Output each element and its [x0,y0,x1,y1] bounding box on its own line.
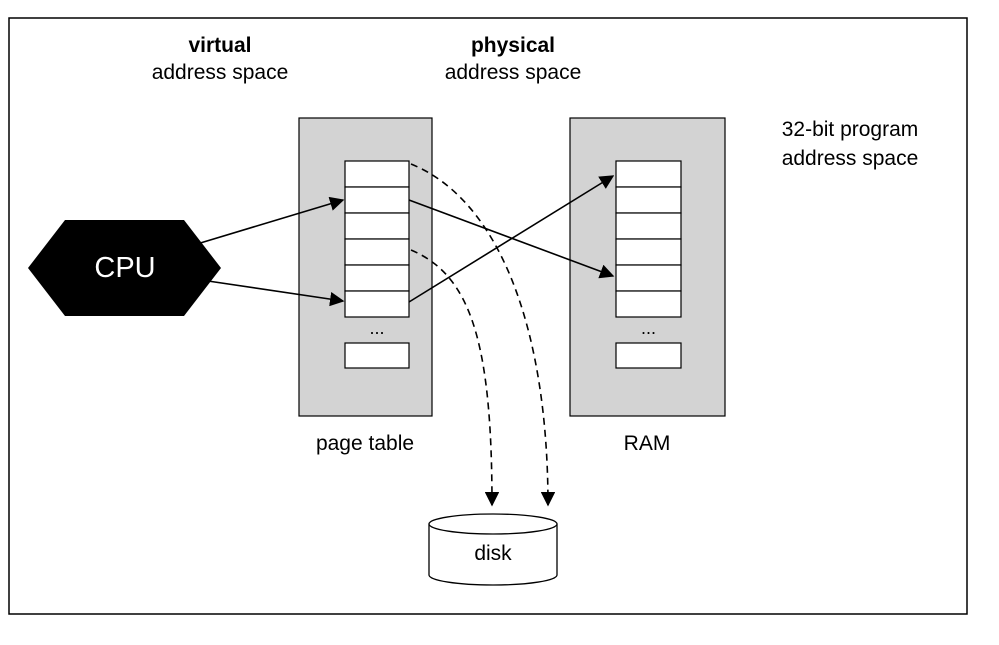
pte-to-ram-arrow-2 [408,175,615,303]
ram-frame [615,290,682,318]
page-table-label: page table [315,432,415,455]
page-table-entry [344,238,410,266]
page-table-entry [344,212,410,240]
outer-frame [8,17,968,615]
ram-frame [615,264,682,292]
note-line-1: 32-bit program [781,118,919,141]
pte-to-disk-dashed-arrow-1 [410,249,500,507]
ram-frame [615,238,682,266]
page-table-entry [344,160,410,188]
page-table-ellipsis: ... [369,318,385,338]
disk-label: disk [474,542,512,565]
cpu-hexagon [28,220,221,316]
virtual-heading: virtual [188,34,252,57]
ram-ellipsis: ... [640,318,656,338]
page-table-entry [344,186,410,214]
ram-frame [615,186,682,214]
ram-frame [615,160,682,188]
note-line-2: address space [781,147,919,170]
physical-heading: physical [470,34,556,57]
pte-to-ram-arrow-1 [408,199,615,279]
cpu-to-pte-arrow-2 [207,280,345,307]
ram-frame [615,212,682,240]
virtual-subheading: address space [151,61,289,84]
page-table-entry-last [344,342,410,369]
ram-frames [615,160,682,369]
ram-frame-last [615,342,682,369]
ram-label: RAM [623,432,671,455]
page-table-entries [344,160,410,369]
page-table-entry [344,264,410,292]
physical-subheading: address space [444,61,582,84]
page-table-entry [344,290,410,318]
disk-cylinder [428,513,558,586]
cpu-label: CPU [94,252,156,284]
cpu-to-pte-arrow-1 [196,196,345,245]
pte-to-disk-dashed-arrow-2 [410,163,556,507]
